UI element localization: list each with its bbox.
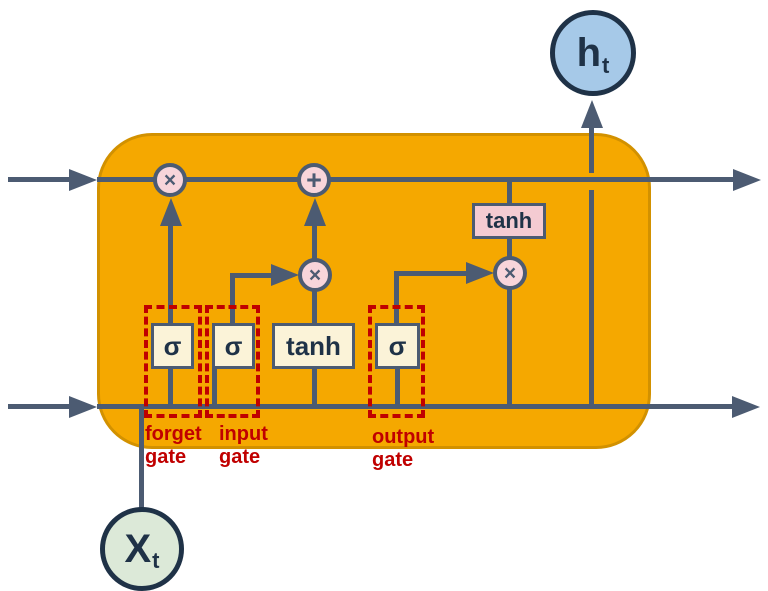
- sigma-label: σ: [163, 330, 182, 361]
- h-subscript: t: [602, 53, 610, 78]
- output-gate-label: output gate: [372, 426, 434, 472]
- sigma3-input-line: [395, 367, 400, 406]
- gate-label-line: output: [372, 426, 435, 448]
- forget-gate-outline: [144, 305, 202, 418]
- forget-gate-label: forget gate: [145, 423, 202, 469]
- tanh-label: tanh: [485, 208, 533, 233]
- forget-multiply-op: ×: [153, 163, 187, 197]
- x-subscript: t: [152, 548, 160, 573]
- output-path-line: [394, 271, 469, 276]
- output-sigma-block: σ: [375, 323, 420, 369]
- tanh-output-line: [312, 290, 317, 324]
- plus-icon: +: [306, 164, 322, 195]
- arrow-up-icon: [304, 198, 326, 226]
- gate-label-line: input: [219, 423, 268, 445]
- sigma-label: σ: [224, 330, 243, 361]
- arrow-up-icon: [160, 198, 182, 226]
- cell-state-in-line: [8, 177, 70, 182]
- arrow-right-icon: [69, 169, 97, 191]
- hidden-output-line: [589, 127, 594, 173]
- gate-label-line: forget: [145, 423, 202, 445]
- forget-sigma-block: σ: [151, 323, 194, 369]
- hidden-state-line: [97, 404, 651, 409]
- arrow-right-icon: [69, 396, 97, 418]
- input-multiply-op: ×: [298, 258, 332, 292]
- state-tanh-block: tanh: [472, 203, 546, 239]
- sigma2-input-line: [212, 367, 217, 406]
- gate-label-line: gate: [219, 446, 261, 468]
- output-multiply-down-line: [507, 288, 512, 406]
- gate-label-line: gate: [145, 446, 187, 468]
- cell-state-out-line: [651, 177, 734, 182]
- sigma1-input-line: [168, 367, 173, 406]
- input-xt-line: [139, 406, 144, 508]
- input-path-line: [230, 273, 274, 278]
- multiply-icon: ×: [163, 168, 177, 192]
- input-gate-outline: [205, 305, 260, 418]
- hidden-state-in-line: [8, 404, 70, 409]
- state-add-op: +: [297, 163, 331, 197]
- multiply-icon: ×: [503, 261, 517, 285]
- cell-state-line: [97, 177, 651, 182]
- x-label: X: [124, 527, 152, 571]
- state-tanh-bottom-line: [507, 238, 512, 258]
- h-label: h: [576, 31, 602, 75]
- arrow-right-icon: [732, 396, 760, 418]
- hidden-output-line: [589, 190, 594, 406]
- hidden-output-node: h t: [550, 10, 636, 96]
- sigma-label: σ: [388, 330, 407, 361]
- tanh-label: tanh: [286, 330, 341, 361]
- output-gate-outline: [368, 305, 425, 418]
- arrow-right-icon: [466, 262, 494, 284]
- arrow-right-icon: [733, 169, 761, 191]
- input-node: X t: [100, 507, 184, 591]
- input-path-line: [230, 273, 235, 324]
- multiply-icon: ×: [308, 263, 322, 287]
- arrow-right-icon: [271, 264, 299, 286]
- output-multiply-op: ×: [493, 256, 527, 290]
- input-sigma-block: σ: [212, 323, 255, 369]
- output-path-line: [394, 271, 399, 324]
- tanh-input-line: [312, 367, 317, 406]
- forget-path-line: [168, 224, 173, 324]
- lstm-cell-body: [97, 133, 651, 449]
- gate-label-line: gate: [372, 449, 414, 471]
- state-tanh-top-line: [507, 181, 512, 204]
- arrow-up-icon: [581, 100, 603, 128]
- hidden-state-out-line: [651, 404, 733, 409]
- add-input-line: [312, 224, 317, 260]
- candidate-tanh-block: tanh: [272, 323, 355, 369]
- input-gate-label: input gate: [219, 423, 268, 469]
